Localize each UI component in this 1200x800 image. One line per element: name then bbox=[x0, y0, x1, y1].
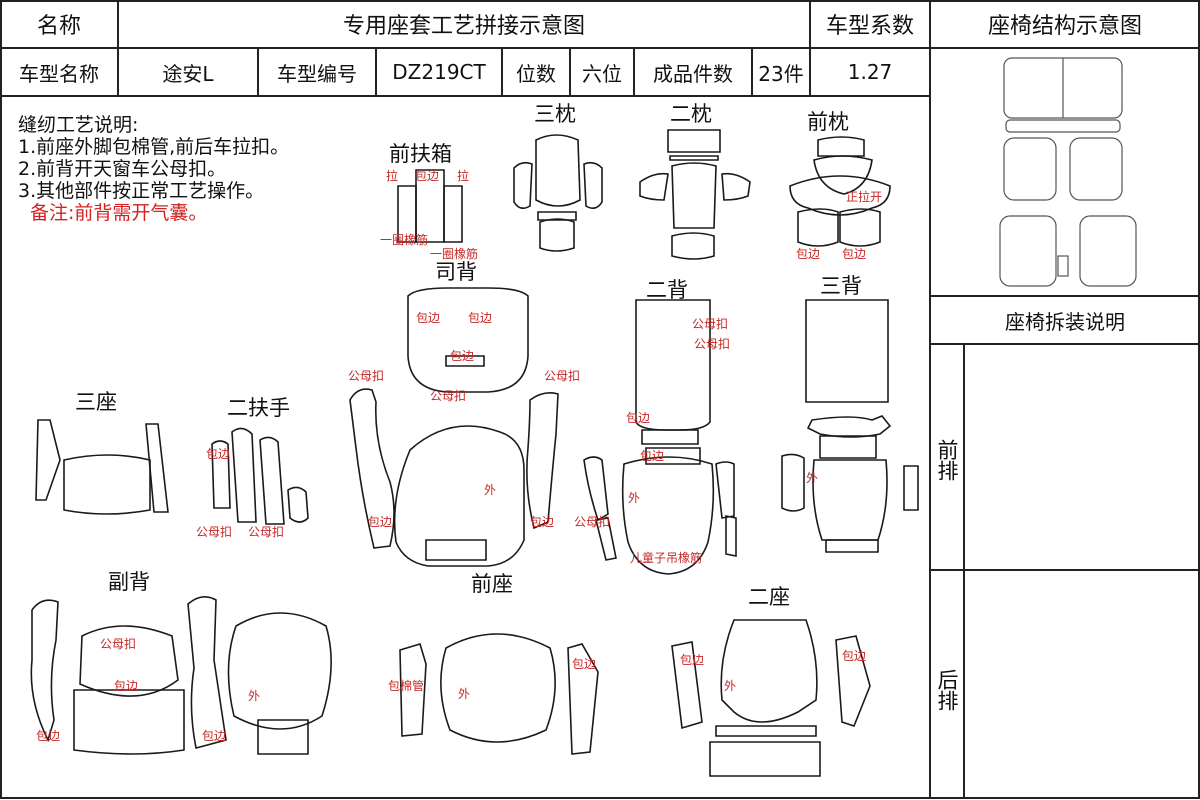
pieces-value: 23件 bbox=[758, 61, 804, 86]
note-wrap-edge: 包边 bbox=[415, 169, 439, 183]
note-outside: 外 bbox=[458, 687, 470, 701]
note-wrap-edge: 包边 bbox=[842, 247, 866, 261]
note-ring-tendon: 一圈橡筋 bbox=[430, 246, 478, 261]
note-child-tendon: 儿童子吊橡筋 bbox=[630, 550, 702, 565]
section-second-seat: 二座 bbox=[748, 585, 790, 609]
section-passenger-back: 副背 bbox=[108, 570, 150, 594]
seat-structure-diagram bbox=[999, 57, 1137, 287]
note-snap: 公母扣 bbox=[430, 389, 466, 403]
note-outside: 外 bbox=[628, 491, 640, 505]
rear-row-label: 后排 bbox=[935, 669, 959, 711]
note-wrap-edge: 包边 bbox=[36, 729, 60, 743]
note-outside: 外 bbox=[248, 689, 260, 703]
note-zip-open: 正拉开 bbox=[846, 189, 882, 204]
note-wrap-edge: 包边 bbox=[202, 729, 226, 743]
model-label: 车型名称 bbox=[19, 61, 99, 86]
note-wrap-edge: 包边 bbox=[796, 247, 820, 261]
section-third-back: 三背 bbox=[820, 274, 862, 298]
note-snap: 公母扣 bbox=[692, 317, 728, 331]
seats-label: 位数 bbox=[516, 61, 556, 86]
note-ring-tendon: 一圈橡筋 bbox=[380, 232, 428, 247]
note-wrap-edge: 包边 bbox=[626, 411, 650, 425]
section-second-headrest: 二枕 bbox=[670, 102, 712, 126]
note-wrap-edge: 包边 bbox=[530, 515, 554, 529]
section-front-armrest: 前扶箱 bbox=[389, 142, 452, 166]
seats-value: 六位 bbox=[582, 61, 622, 86]
section-front-seat: 前座 bbox=[471, 572, 513, 596]
note-wrap-edge: 包边 bbox=[206, 447, 230, 461]
section-third-headrest: 三枕 bbox=[534, 102, 576, 126]
front-row-label: 前排 bbox=[935, 439, 959, 481]
pieces-label: 成品件数 bbox=[653, 61, 733, 86]
notes-line: 1.前座外脚包棉管,前后车拉扣。 bbox=[18, 136, 290, 158]
note-snap: 公母扣 bbox=[348, 369, 384, 383]
notes-line: 2.前背开天窗车公母扣。 bbox=[18, 158, 227, 180]
note-snap: 公母扣 bbox=[196, 525, 232, 539]
note-outside: 外 bbox=[724, 679, 736, 693]
section-third-seat: 三座 bbox=[75, 390, 117, 414]
sewing-notes: 缝纫工艺说明: 1.前座外脚包棉管,前后车拉扣。 2.前背开天窗车公母扣。 3.… bbox=[18, 114, 289, 224]
note-snap: 公母扣 bbox=[694, 337, 730, 351]
note-outside: 外 bbox=[806, 471, 818, 485]
coef-label: 车型系数 bbox=[825, 14, 914, 39]
note-wrap-edge: 包边 bbox=[640, 449, 664, 463]
disassembly-title: 座椅拆装说明 bbox=[1005, 309, 1125, 334]
note-wrap-edge: 包边 bbox=[572, 657, 596, 671]
note-wrap-edge: 包边 bbox=[416, 311, 440, 325]
note-wrap-edge: 包边 bbox=[468, 311, 492, 325]
note-snap: 公母扣 bbox=[544, 369, 580, 383]
name-label: 名称 bbox=[36, 14, 81, 39]
section-front-headrest: 前枕 bbox=[807, 110, 849, 134]
note-pull: 拉 bbox=[457, 168, 469, 183]
notes-remark: 备注:前背需开气囊。 bbox=[30, 202, 208, 224]
note-outside: 外 bbox=[484, 483, 496, 497]
notes-heading: 缝纫工艺说明: bbox=[18, 114, 139, 136]
section-second-armrest: 二扶手 bbox=[227, 396, 290, 420]
note-wrap-edge: 包边 bbox=[368, 515, 392, 529]
note-wrap-edge: 包边 bbox=[842, 649, 866, 663]
notes-line: 3.其他部件按正常工艺操作。 bbox=[18, 180, 265, 202]
note-wrap-edge: 包边 bbox=[680, 653, 704, 667]
note-cotton-tube: 包棉管 bbox=[388, 678, 424, 693]
sheet-title: 专用座套工艺拼接示意图 bbox=[342, 14, 585, 39]
note-snap: 公母扣 bbox=[574, 515, 610, 529]
note-snap: 公母扣 bbox=[100, 637, 136, 651]
note-wrap-edge: 包边 bbox=[114, 679, 138, 693]
section-driver-back: 司背 bbox=[435, 260, 477, 284]
pattern-drawing: 前扶箱 三枕 二枕 前枕 司背 二背 三背 三座 二扶手 副背 前座 二座 拉 … bbox=[30, 102, 919, 777]
section-second-back: 二背 bbox=[646, 278, 688, 302]
note-snap: 公母扣 bbox=[248, 525, 284, 539]
structure-title: 座椅结构示意图 bbox=[987, 14, 1142, 39]
model-value: 途安L bbox=[162, 61, 214, 86]
coef-value: 1.27 bbox=[847, 60, 893, 84]
note-wrap-edge: 包边 bbox=[450, 349, 474, 363]
code-label: 车型编号 bbox=[277, 61, 357, 86]
note-pull: 拉 bbox=[386, 168, 398, 183]
code-value: DZ219CT bbox=[392, 60, 486, 84]
